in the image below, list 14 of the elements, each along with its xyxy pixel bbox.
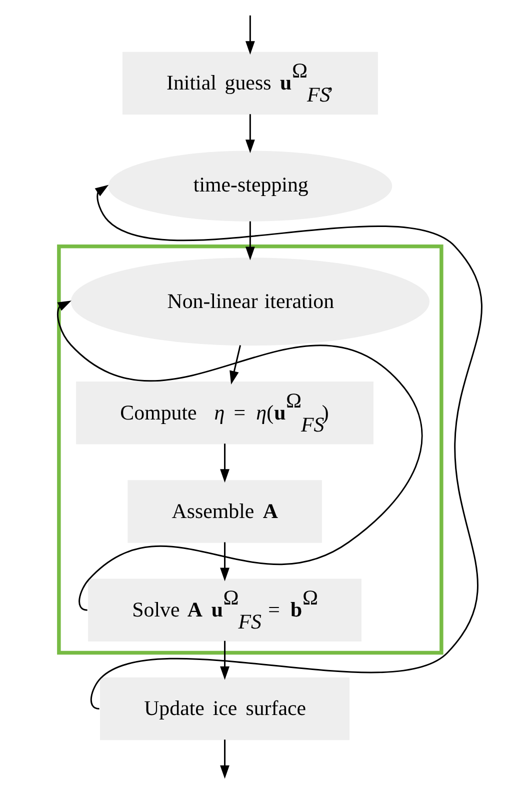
- arrow: [220, 542, 230, 582]
- node-ellipse: Non-linear iteration: [70, 258, 430, 346]
- arrow: [245, 15, 255, 55]
- arrow: [220, 740, 230, 779]
- arrow: [220, 444, 230, 483]
- arrow: [230, 345, 242, 384]
- arrow: [220, 640, 230, 680]
- node-box: Assemble A: [128, 480, 322, 543]
- arrow: [90, 184, 482, 710]
- node-ellipse: time-stepping: [108, 150, 392, 222]
- node-box: Update ice surface: [100, 677, 350, 740]
- arrow: [57, 300, 423, 611]
- arrow: [245, 114, 255, 154]
- arrow: [245, 221, 255, 260]
